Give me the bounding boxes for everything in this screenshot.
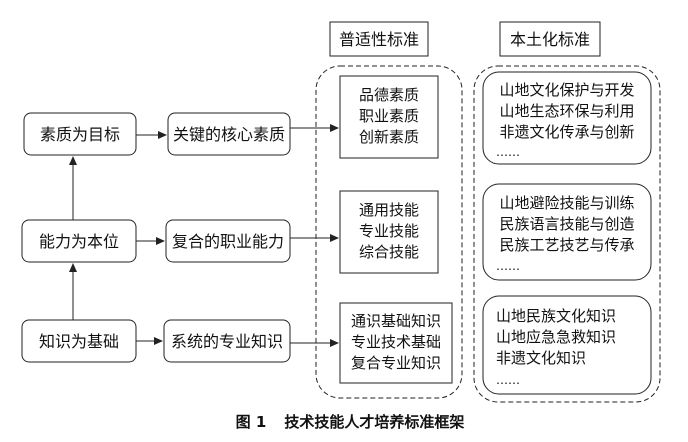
universal-skills-item: 通用技能 — [359, 201, 419, 219]
localized-header-box — [499, 21, 601, 57]
localized-quality-item: 山地文化保护与开发 — [499, 81, 634, 99]
node-systematic-knowledge — [163, 319, 291, 363]
localized-skills-item: 民族语言技能与创造 — [499, 215, 634, 233]
node-core-quality — [167, 112, 291, 156]
localized-knowledge-item: 非遗文化知识 — [496, 349, 586, 367]
localized-dashed-group — [473, 65, 661, 403]
node-quality-goal — [23, 112, 137, 156]
node-systematic-knowledge-label: 系统的专业知识 — [171, 332, 283, 351]
localized-knowledge-ellipsis: …… — [496, 373, 520, 387]
figure-caption: 图 1 技术技能人才培养标准框架 — [236, 413, 465, 431]
node-composite-ability — [165, 219, 291, 263]
universal-quality-item: 职业素质 — [359, 107, 419, 125]
universal-skills-box — [339, 190, 439, 274]
figure-caption-title: 技术技能人才培养标准框架 — [284, 413, 464, 431]
localized-quality-box — [482, 71, 652, 165]
localized-quality-item: 山地生态环保与利用 — [499, 102, 634, 120]
figure-caption-label: 图 1 — [236, 413, 267, 431]
localized-knowledge-item: 山地民族文化知识 — [496, 307, 616, 325]
localized-knowledge-item: 山地应急急救知识 — [496, 328, 616, 346]
universal-dashed-group — [315, 65, 463, 399]
localized-skills-ellipsis: …… — [496, 259, 520, 273]
universal-header-label: 普适性标准 — [339, 30, 419, 49]
localized-skills-box — [482, 183, 652, 281]
universal-skills-item: 专业技能 — [359, 222, 419, 240]
node-composite-ability-label: 复合的职业能力 — [172, 232, 284, 251]
universal-knowledge-item: 复合专业知识 — [351, 354, 441, 372]
universal-quality-box — [339, 75, 439, 159]
localized-skills-item: 山地避险技能与训练 — [499, 194, 634, 212]
universal-quality-item: 品德素质 — [359, 86, 419, 104]
universal-knowledge-box — [339, 302, 453, 384]
localized-quality-item: 非遗文化传承与创新 — [499, 123, 634, 141]
localized-quality-ellipsis: …… — [496, 145, 520, 159]
localized-skills-item: 民族工艺技艺与传承 — [499, 236, 634, 254]
localized-knowledge-box — [482, 295, 652, 395]
node-quality-goal-label: 素质为目标 — [40, 125, 120, 144]
node-knowledge-foundation-label: 知识为基础 — [39, 332, 119, 351]
localized-header-label: 本土化标准 — [510, 30, 590, 49]
node-core-quality-label: 关键的核心素质 — [173, 125, 285, 144]
node-ability-based-label: 能力为本位 — [39, 232, 119, 251]
universal-header-box — [329, 21, 429, 57]
universal-quality-item: 创新素质 — [359, 128, 419, 146]
universal-skills-item: 综合技能 — [359, 243, 419, 261]
universal-knowledge-item: 通识基础知识 — [351, 312, 441, 330]
universal-knowledge-item: 专业技术基础 — [351, 333, 441, 351]
